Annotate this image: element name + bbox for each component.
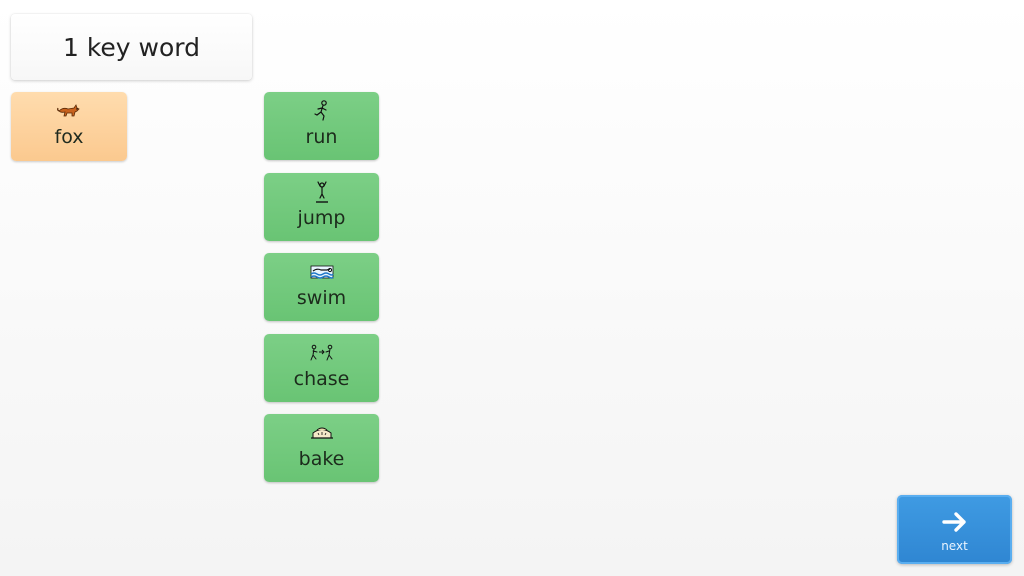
baked-bread-icon (309, 421, 335, 445)
subject-card-fox[interactable]: fox (11, 92, 127, 161)
page-title: 1 key word (62, 32, 200, 62)
action-card-jump[interactable]: jump (264, 173, 379, 241)
next-button[interactable]: next (897, 495, 1012, 564)
running-person-icon (310, 99, 334, 123)
action-card-bake[interactable]: bake (264, 414, 379, 482)
chasing-people-icon (308, 341, 336, 365)
action-card-label: bake (298, 448, 345, 470)
action-card-run[interactable]: run (264, 92, 379, 160)
title-card: 1 key word (11, 14, 252, 80)
action-card-swim[interactable]: swim (264, 253, 379, 321)
subject-card-label: fox (54, 126, 84, 148)
action-card-chase[interactable]: chase (264, 334, 379, 402)
arrow-right-icon (941, 507, 969, 537)
action-card-label: chase (293, 368, 350, 390)
action-card-label: run (305, 126, 338, 148)
jumping-person-icon (310, 180, 334, 204)
next-button-label: next (941, 538, 968, 553)
action-card-label: jump (297, 207, 346, 229)
fox-icon (56, 99, 82, 123)
action-card-label: swim (296, 287, 347, 309)
swimming-person-icon (309, 260, 335, 284)
